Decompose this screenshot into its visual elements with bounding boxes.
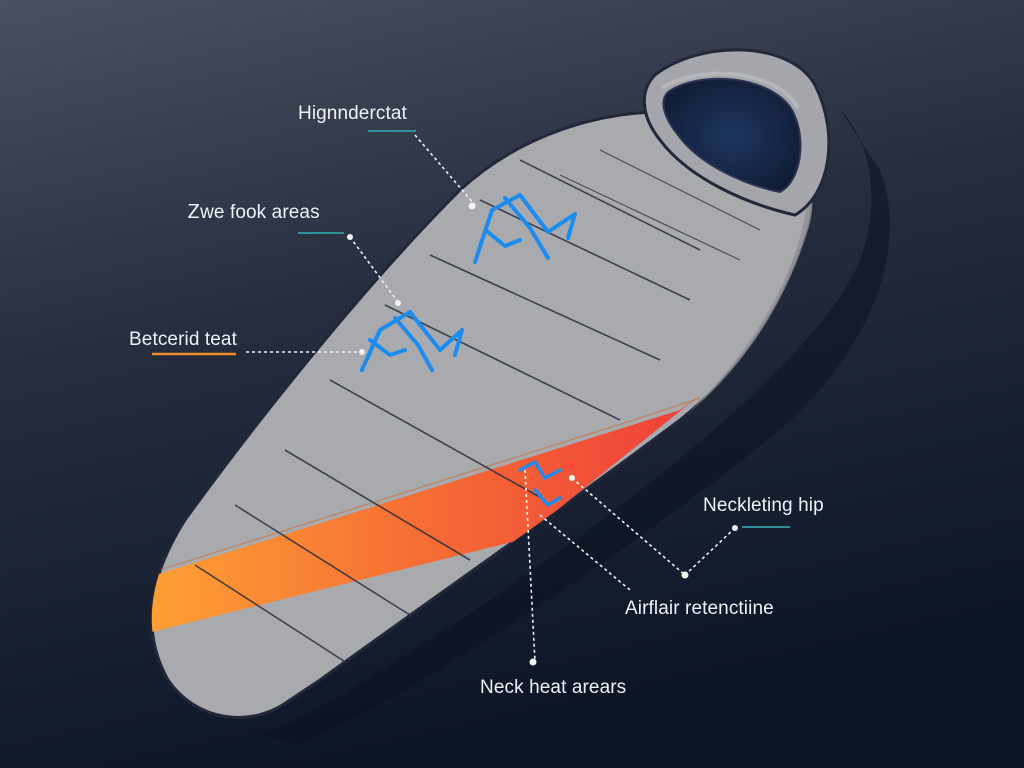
callout-label-bottom: Neck heat arears	[480, 677, 627, 698]
hood-opening	[662, 77, 802, 194]
callout-label-upper: Ꮓwe fook areas	[188, 202, 320, 223]
hood-rim	[660, 71, 800, 110]
callout-dots	[347, 202, 738, 666]
heat-band-edge	[151, 397, 701, 574]
airflow-arrow-icon	[473, 193, 577, 264]
callout-label-middle: Betcerid teat	[129, 329, 237, 350]
callout-label-right-upper: Neckleting hip	[703, 495, 824, 516]
callout-leaders	[246, 134, 736, 663]
callout-label-top: Hignnderctat	[298, 103, 407, 124]
bag-shadow	[260, 110, 890, 745]
airflow-arrow-icon	[360, 310, 464, 372]
airflow-arrow-icon	[518, 460, 562, 507]
heat-sensor-dot	[565, 460, 575, 470]
heat-band	[151, 395, 700, 640]
baffle-lines	[194, 159, 701, 666]
callout-label-right-lower: Airflair retenctiine	[625, 598, 774, 619]
